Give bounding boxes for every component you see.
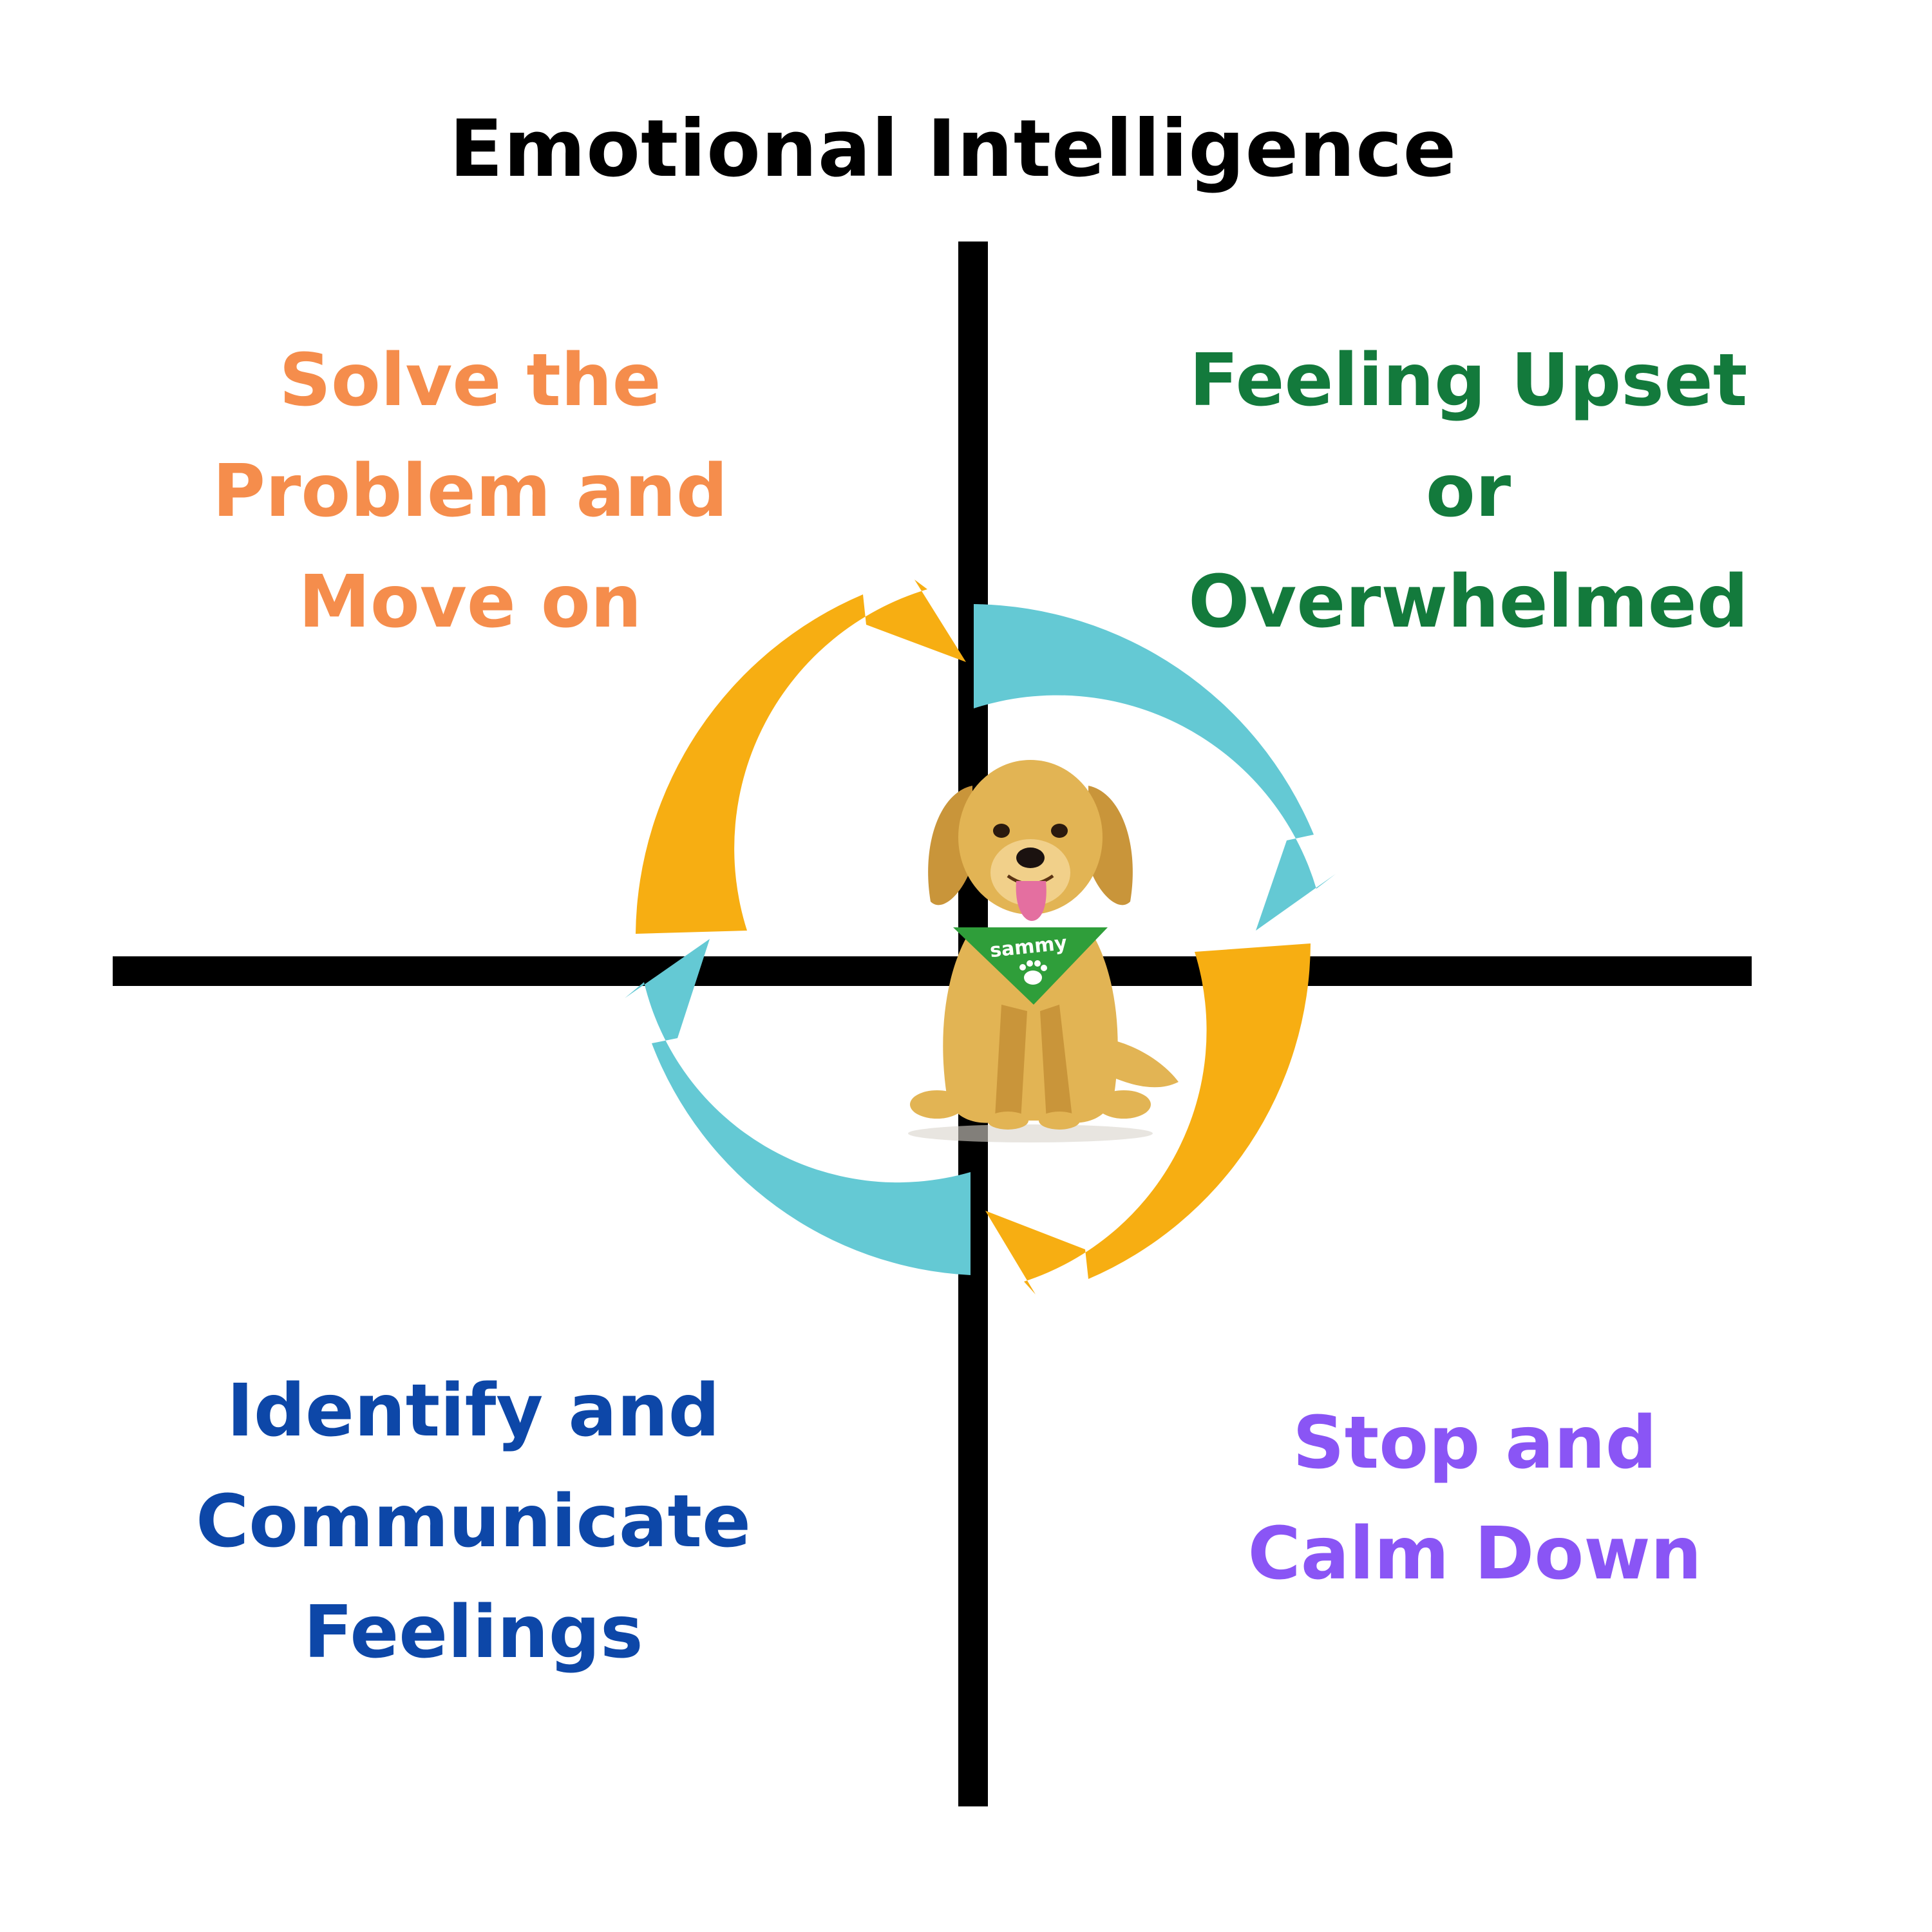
dog-shadow bbox=[908, 1124, 1153, 1142]
dog-tongue bbox=[1016, 881, 1046, 921]
cycle-arrow-teal-top-right bbox=[974, 604, 1336, 931]
golden-retriever-mascot: sammy bbox=[908, 760, 1179, 1142]
dog-eye-left bbox=[993, 824, 1010, 838]
quadrant-label-line: Calm Down bbox=[1247, 1512, 1702, 1596]
dog-eye-right bbox=[1051, 824, 1068, 838]
dog-muzzle bbox=[990, 839, 1070, 906]
dog-body bbox=[943, 927, 1118, 1123]
quadrant-label-line: Move on bbox=[298, 560, 642, 644]
quadrant-label-line: Feelings bbox=[303, 1591, 643, 1674]
quadrant-label-line: Solve the bbox=[279, 339, 661, 422]
paw-print-icon bbox=[1019, 960, 1047, 985]
cycle-arrow-teal-bottom-left bbox=[625, 939, 971, 1275]
cycle-arrow-gold-bottom-right bbox=[985, 943, 1311, 1294]
quadrant-label-line: Identify and bbox=[227, 1369, 720, 1453]
quadrant-label-line: Problem and bbox=[213, 450, 728, 533]
quadrant-label-line: Communicate bbox=[196, 1480, 751, 1564]
horizontal-axis bbox=[113, 956, 1752, 986]
dog-hind-right bbox=[1097, 1090, 1151, 1119]
dog-nose bbox=[1016, 848, 1045, 868]
dog-hind-left bbox=[910, 1090, 964, 1119]
quadrant-label-line: Overwhelmed bbox=[1188, 560, 1748, 644]
diagram-title: Emotional Intelligence bbox=[449, 103, 1457, 194]
quadrant-top-left-label: Solve the Problem and Move on bbox=[155, 325, 786, 658]
dog-paw-right bbox=[1039, 1112, 1080, 1130]
quadrant-label-line: or bbox=[1425, 450, 1511, 533]
quadrant-bottom-right-label: Stop and Calm Down bbox=[1159, 1388, 1790, 1609]
cycle-arrow-gold-top-left bbox=[636, 580, 966, 934]
quadrant-label-line: Stop and bbox=[1293, 1401, 1657, 1485]
quadrant-bottom-left-label: Identify and Communicate Feelings bbox=[155, 1356, 792, 1688]
dog-paw-left bbox=[987, 1112, 1028, 1130]
quadrant-label-line: Feeling Upset bbox=[1189, 339, 1748, 422]
quadrant-top-right-label: Feeling Upset or Overwhelmed bbox=[1146, 325, 1790, 658]
dog-front-legs bbox=[995, 1005, 1072, 1121]
